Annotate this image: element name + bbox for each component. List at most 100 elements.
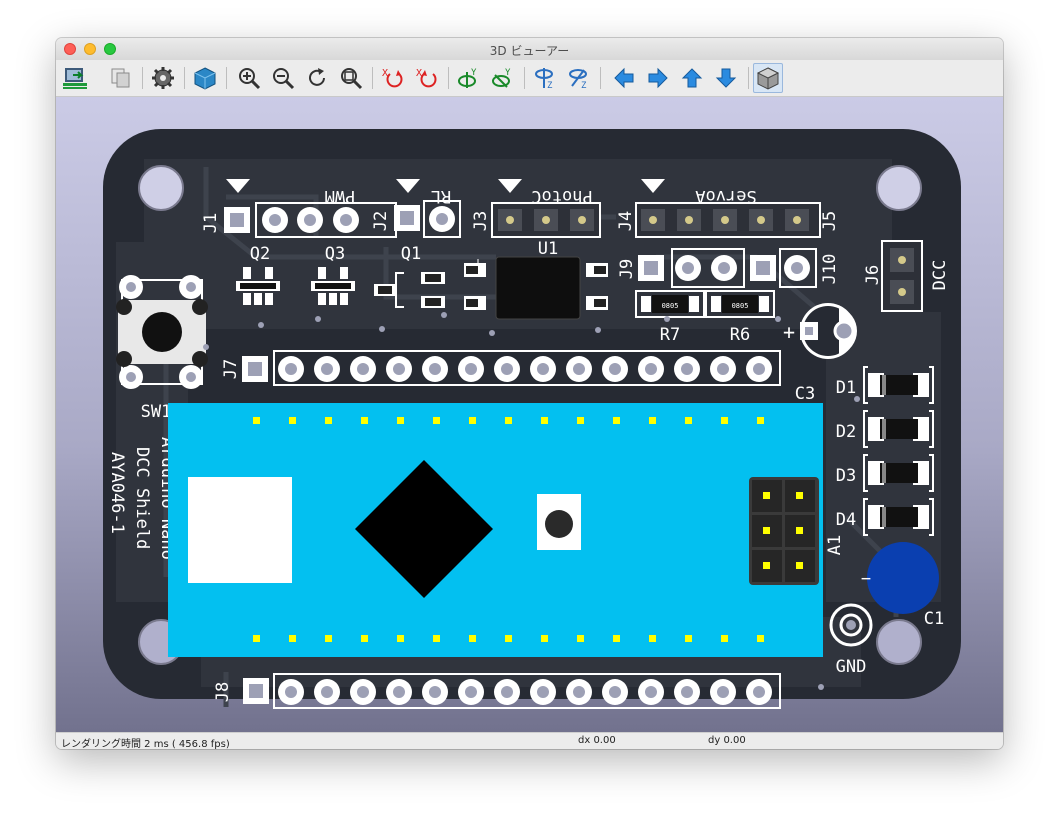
reload-board-button[interactable]	[60, 63, 90, 93]
nano-pin-pad	[361, 417, 368, 424]
pan-up-button[interactable]	[677, 63, 707, 93]
nano-pin-pad	[469, 417, 476, 424]
header-pad-hole	[357, 363, 369, 375]
r6-value: 0805	[732, 302, 749, 310]
pan-right-button[interactable]	[643, 63, 673, 93]
pan-left-button[interactable]	[609, 63, 639, 93]
j2-pad-hole	[400, 211, 414, 225]
mounting-hole	[138, 165, 184, 211]
diode-outline	[863, 498, 868, 536]
zoom-fit-button[interactable]	[336, 63, 366, 93]
j7-pads	[278, 356, 772, 382]
close-window-button[interactable]	[64, 43, 76, 55]
svg-text:Y: Y	[505, 68, 511, 78]
label-c1: C1	[924, 609, 944, 629]
diode-outline	[929, 366, 934, 404]
header-pad-hole	[645, 686, 657, 698]
rotate-y-cw-icon: Y	[458, 68, 477, 88]
arduino-nano-board	[188, 403, 823, 657]
dy-status: dy 0.00	[708, 735, 746, 746]
header-pad-hole	[393, 363, 405, 375]
nano-pin-pad	[325, 417, 332, 424]
3d-settings-button[interactable]	[148, 63, 178, 93]
diode-body	[880, 507, 918, 527]
rotate-y-ccw-button[interactable]: Y	[488, 63, 518, 93]
arrow-down-icon	[715, 68, 737, 88]
mounting-hole	[876, 165, 922, 211]
nano-pins	[253, 417, 764, 642]
j9-pad-hole	[682, 262, 694, 274]
label-servoa: ServoA	[695, 186, 756, 206]
raytracing-button[interactable]	[190, 63, 220, 93]
minimize-window-button[interactable]	[84, 43, 96, 55]
label-d1: D1	[836, 378, 856, 398]
gnd-testpoint-inner	[839, 613, 863, 637]
arrow-right-icon	[648, 67, 668, 89]
c1-minus-label: −	[861, 569, 871, 589]
j7-outline	[273, 350, 781, 386]
nano-reset-knob	[545, 510, 573, 538]
label-j5: J5	[820, 211, 840, 231]
3d-viewport[interactable]: PWM RL PhotoC ServoA J1 J2	[56, 97, 1003, 732]
q1-transistor	[374, 272, 445, 308]
nano-pin-pad	[757, 635, 764, 642]
arrow-left-icon	[614, 67, 634, 89]
sw1-switch	[116, 275, 208, 389]
diode-cathode-band	[882, 419, 886, 439]
gear-icon	[152, 67, 174, 89]
label-rl: RL	[431, 186, 451, 206]
label-dcc: DCC	[930, 260, 950, 291]
nano-pin-pad	[397, 417, 404, 424]
label-j10: J10	[820, 254, 840, 285]
header-pad-hole	[645, 363, 657, 375]
nano-pin-pad	[541, 417, 548, 424]
nano-pin-pad	[433, 635, 440, 642]
nano-pin-pad	[685, 635, 692, 642]
zoom-fit-icon	[341, 68, 363, 90]
pan-down-button[interactable]	[711, 63, 741, 93]
rotate-z-ccw-button[interactable]: Z	[564, 63, 594, 93]
rotate-x-cw-button[interactable]: X	[378, 63, 408, 93]
nano-pin-pad	[613, 417, 620, 424]
usb-connector	[168, 477, 292, 583]
label-q1: Q1	[401, 244, 421, 264]
rotate-x-ccw-button[interactable]: X	[412, 63, 442, 93]
copy-3d-image-button[interactable]	[106, 63, 136, 93]
nano-pin-pad	[505, 635, 512, 642]
diode-body	[880, 463, 918, 483]
nano-pin-pad	[253, 417, 260, 424]
j6-pin-tip	[898, 256, 906, 264]
toolbar-separator	[372, 67, 373, 89]
reload-board-icon	[63, 68, 87, 89]
nano-pin-pad	[721, 635, 728, 642]
rotate-y-cw-button[interactable]: Y	[454, 63, 484, 93]
nano-pin-pad	[649, 417, 656, 424]
header-pad-hole	[573, 363, 585, 375]
header-pad-hole	[321, 363, 333, 375]
header-pad-hole	[753, 363, 765, 375]
rotate-y-ccw-icon: Y	[492, 68, 511, 88]
title-bar[interactable]: 3D ビューアー	[56, 38, 1003, 60]
header-pad-hole	[285, 686, 297, 698]
j8-pads	[278, 679, 772, 705]
vias	[203, 312, 860, 690]
header-pad-hole	[321, 686, 333, 698]
redraw-button[interactable]	[302, 63, 332, 93]
toggle-ortho-button[interactable]	[753, 63, 783, 93]
diode-outline	[929, 410, 934, 448]
maximize-window-button[interactable]	[104, 43, 116, 55]
rotate-z-cw-button[interactable]: Z	[530, 63, 560, 93]
nano-pin-pad	[253, 635, 260, 642]
label-j3: J3	[471, 211, 491, 231]
nano-pin-pad	[397, 635, 404, 642]
diode-cathode-band	[882, 463, 886, 483]
toolbar-separator	[226, 67, 227, 89]
redraw-icon	[309, 68, 325, 86]
nano-pin-pad	[685, 417, 692, 424]
zoom-in-button[interactable]	[234, 63, 264, 93]
svg-text:Y: Y	[471, 68, 477, 78]
header-pad-hole	[537, 363, 549, 375]
zoom-out-button[interactable]	[268, 63, 298, 93]
rotate-z-cw-icon: Z	[535, 68, 553, 90]
diode-cathode-band	[882, 375, 886, 395]
